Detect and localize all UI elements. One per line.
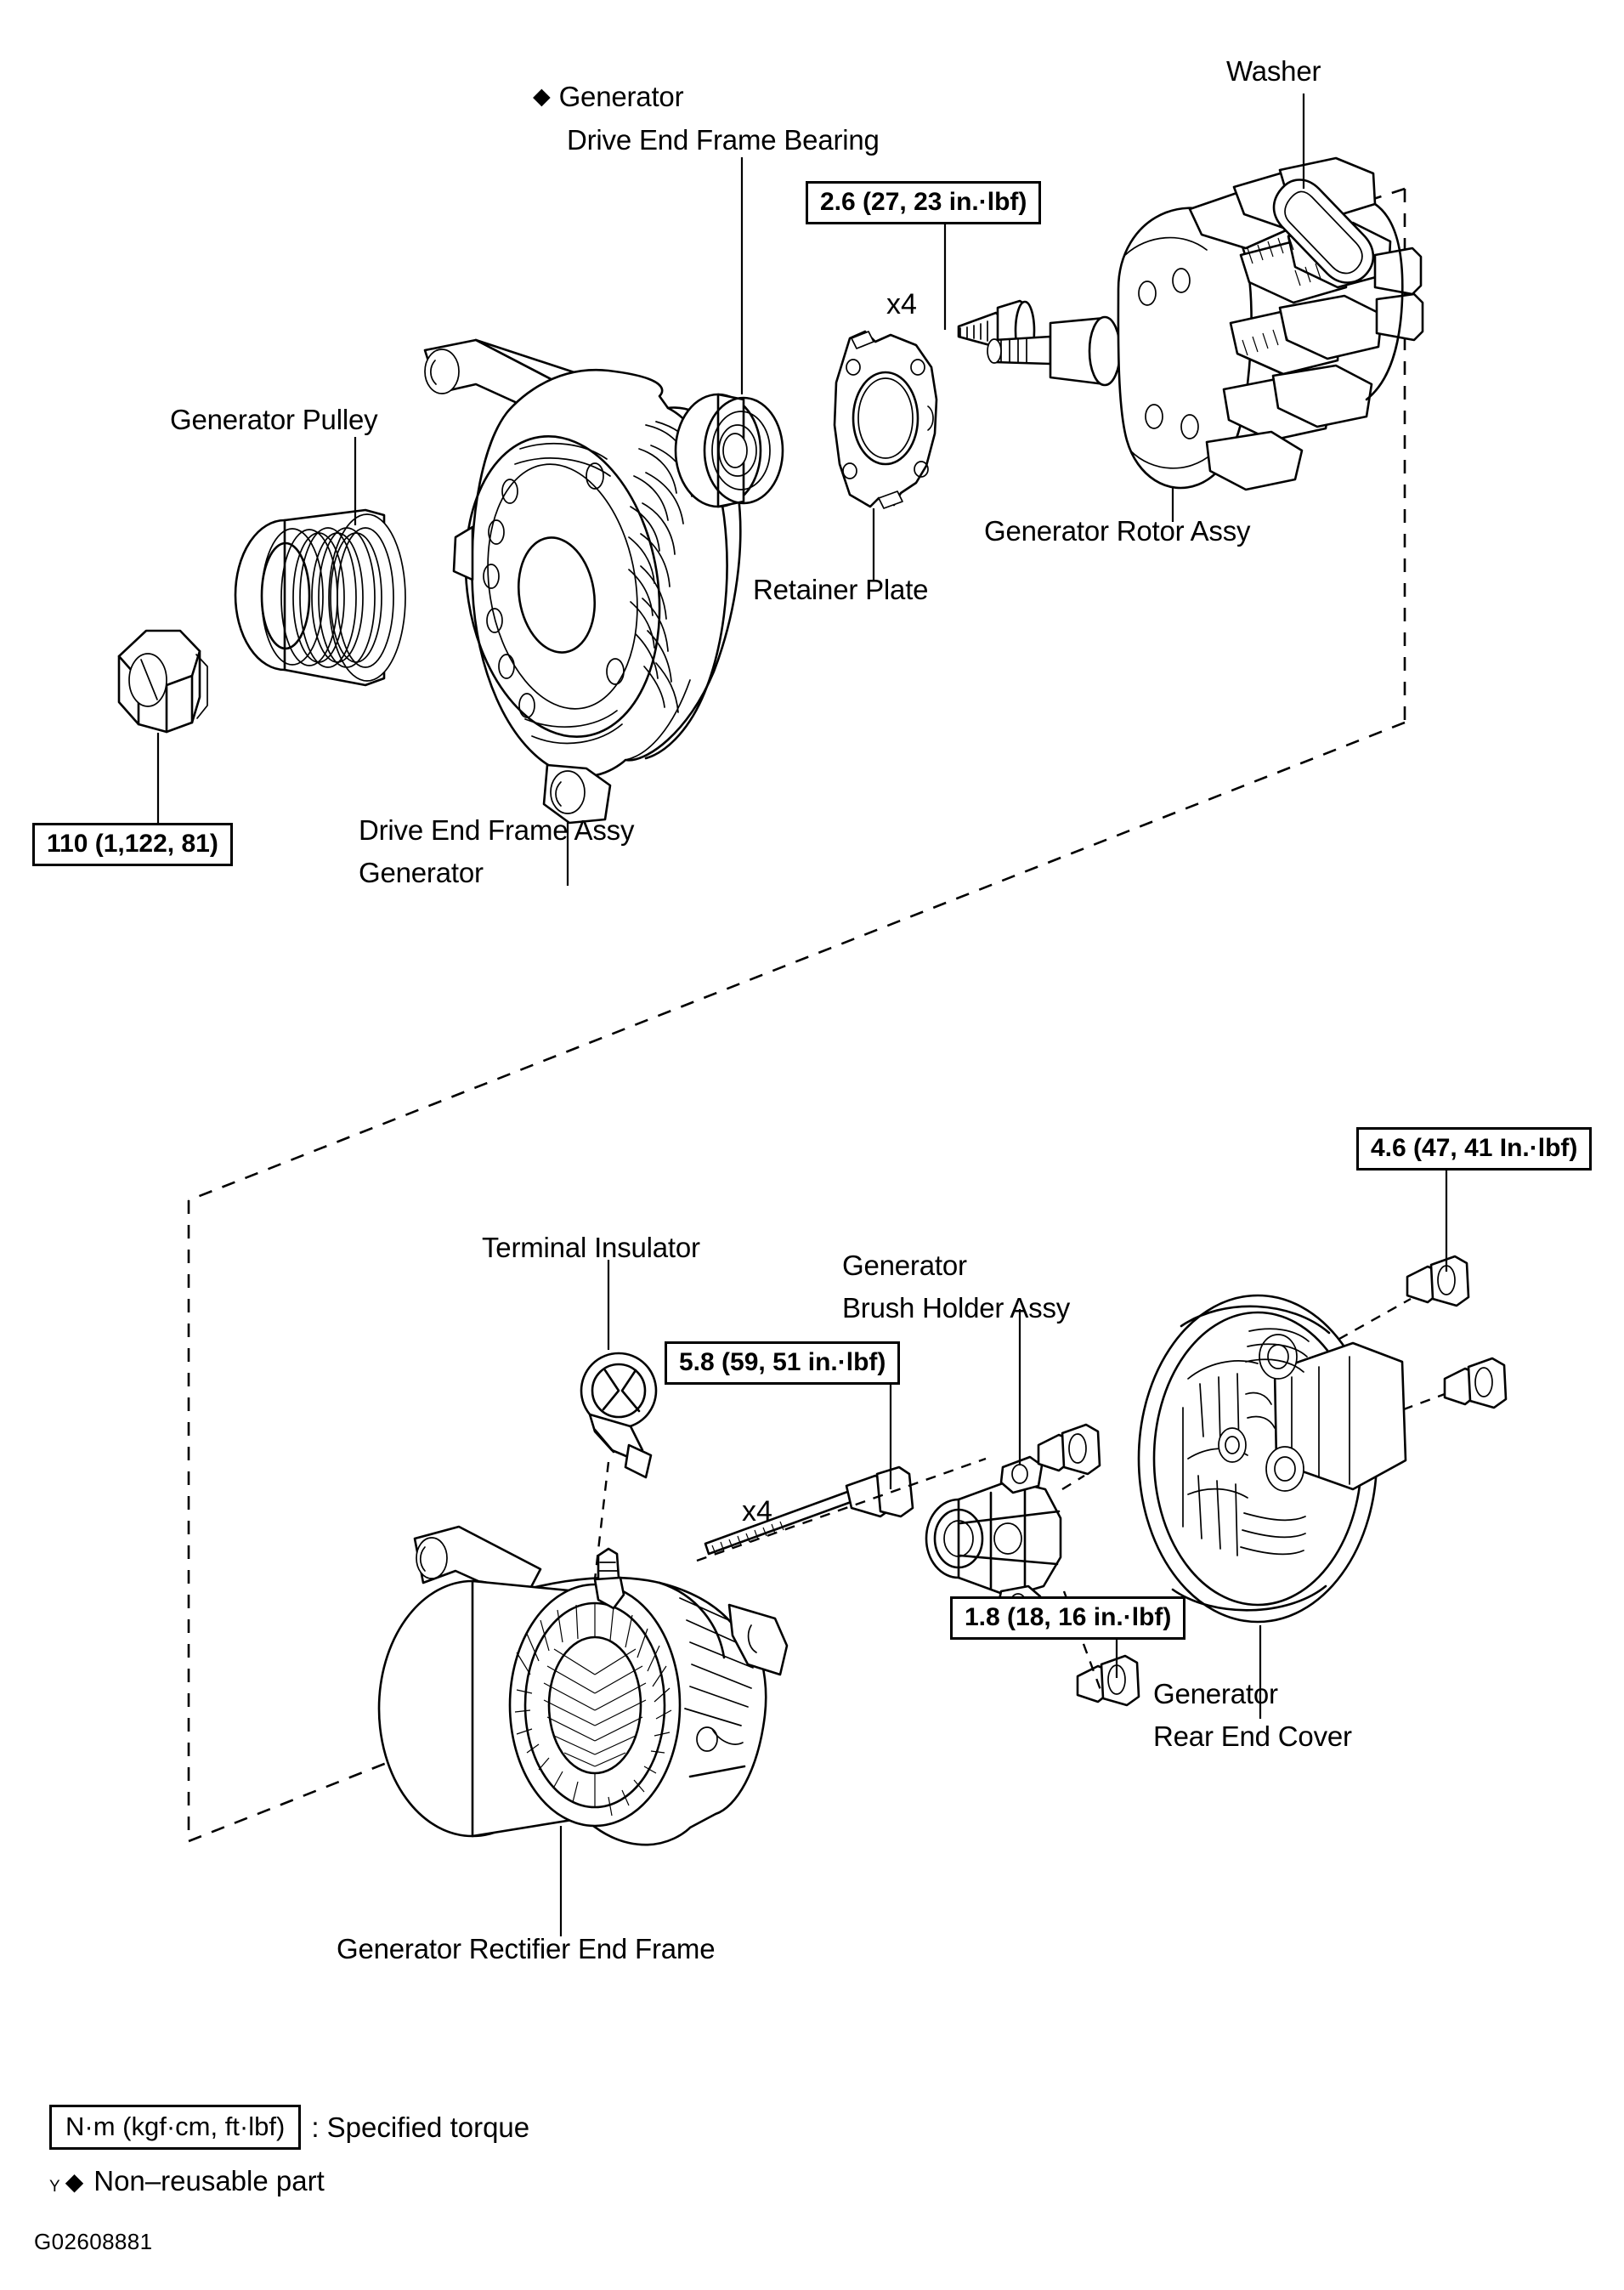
washer-drawing	[1272, 179, 1375, 284]
rotor-bolt-drawing	[957, 299, 1036, 362]
label-terminal-insulator: Terminal Insulator	[482, 1232, 700, 1263]
rear-cover-nut-upper	[1406, 1255, 1470, 1307]
generator-rectifier-end-frame-drawing	[377, 1525, 789, 1846]
torque-box-rear-cover-nut: 4.6 (47, 41 In.·lbf)	[1356, 1127, 1593, 1171]
brush-holder-nut-upper	[1037, 1423, 1101, 1476]
label-drive-end-frame-assy-line1: Drive End Frame Assy	[359, 814, 635, 846]
label-brush-holder-line1: Generator	[842, 1250, 967, 1281]
legend-row-nonreusable: Y ◆ Non–reusable part	[49, 2165, 529, 2197]
legend-torque-text: : Specified torque	[311, 2111, 530, 2143]
torque-box-brush-holder-nut: 1.8 (18, 16 in.·lbf)	[950, 1596, 1186, 1640]
generator-pulley-drawing	[234, 508, 406, 687]
torque-box-through-bolt: 5.8 (59, 51 in.·lbf)	[665, 1341, 901, 1385]
label-drive-end-frame-assy-line2: Generator	[359, 857, 484, 888]
quantity-through-bolts: x4	[742, 1495, 772, 1528]
leader-lines	[156, 94, 1448, 1936]
legend-y-marker: Y	[49, 2178, 60, 2196]
label-washer: Washer	[1226, 55, 1321, 87]
label-generator-rotor-assy: Generator Rotor Assy	[984, 515, 1251, 547]
through-bolt-drawing	[704, 1465, 914, 1556]
label-drive-end-frame-bearing-line2: Drive End Frame Bearing	[567, 124, 880, 156]
label-rear-end-cover-line1: Generator	[1153, 1678, 1278, 1709]
label-drive-end-frame-bearing-line1: Generator	[533, 79, 684, 116]
drive-end-frame-bearing-drawing	[674, 393, 784, 508]
terminal-insulator-drawing	[580, 1352, 658, 1479]
torque-box-rotor-bolt: 2.6 (27, 23 in.·lbf)	[806, 181, 1042, 224]
legend-nonreusable-text: Non–reusable part	[93, 2165, 325, 2197]
brush-holder-nut-lower	[1076, 1654, 1140, 1707]
retainer-plate-drawing	[833, 330, 938, 509]
legend-torque-box: N·m (kgf·cm, ft·lbf)	[49, 2105, 302, 2151]
rear-cover-nut-lower	[1443, 1357, 1508, 1409]
diamond-icon: ◆	[65, 2168, 84, 2195]
generator-rotor-drawing	[987, 156, 1424, 491]
pulley-lock-nut-drawing	[117, 629, 208, 734]
drive-end-frame-drawing	[423, 338, 742, 825]
label-brush-holder-line2: Brush Holder Assy	[842, 1292, 1071, 1324]
generator-rear-end-cover-drawing	[1137, 1294, 1407, 1624]
label-generator-pulley: Generator Pulley	[170, 404, 378, 435]
legend: N·m (kgf·cm, ft·lbf) : Specified torque …	[49, 2105, 529, 2213]
label-generator-rectifier-end-frame: Generator Rectifier End Frame	[337, 1933, 716, 1964]
torque-box-pulley-nut: 110 (1,122, 81)	[32, 823, 233, 866]
legend-row-torque: N·m (kgf·cm, ft·lbf) : Specified torque	[49, 2105, 530, 2151]
label-retainer-plate: Retainer Plate	[753, 574, 929, 605]
document-id: G02608881	[34, 2229, 153, 2254]
quantity-rotor-bolts: x4	[886, 288, 917, 320]
label-rear-end-cover-line2: Rear End Cover	[1153, 1720, 1352, 1752]
